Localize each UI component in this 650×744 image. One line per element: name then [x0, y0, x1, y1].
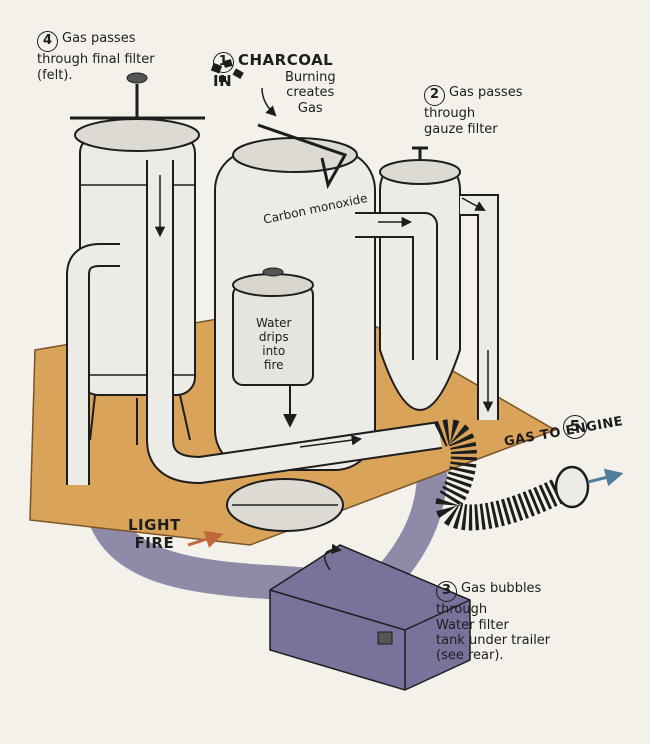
light-fire-arrow — [187, 530, 224, 548]
step-2-number: 2 — [424, 85, 445, 107]
water-filter-tank — [269, 543, 471, 691]
pipe-drum-to-gauze-fill — [355, 214, 436, 360]
step-4-text: Gas passes through final filter (felt). — [37, 31, 155, 83]
step-5-number: 5 — [563, 415, 587, 440]
engine-hose-coupling — [554, 465, 590, 509]
water-drip-can — [232, 267, 314, 428]
engine-arrow — [587, 468, 624, 487]
step-1-number: 1 — [213, 51, 234, 73]
step-3-number: 3 — [436, 581, 457, 603]
step-5-label: 5 — [563, 400, 591, 440]
light-fire-label: LIGHT FIRE — [128, 516, 181, 552]
step-4-number: 4 — [37, 31, 58, 53]
step-1-title: CHARCOAL IN — [213, 50, 334, 90]
step-2-text: Gas passes through gauze filter — [424, 85, 523, 137]
charcoal-in-arrow — [261, 87, 277, 117]
step-3-text: Gas bubbles through Water filter tank un… — [436, 581, 551, 664]
step-1-subtext: Burning creates Gas — [285, 70, 336, 116]
water-drips-label: Water drips into fire — [256, 316, 292, 373]
